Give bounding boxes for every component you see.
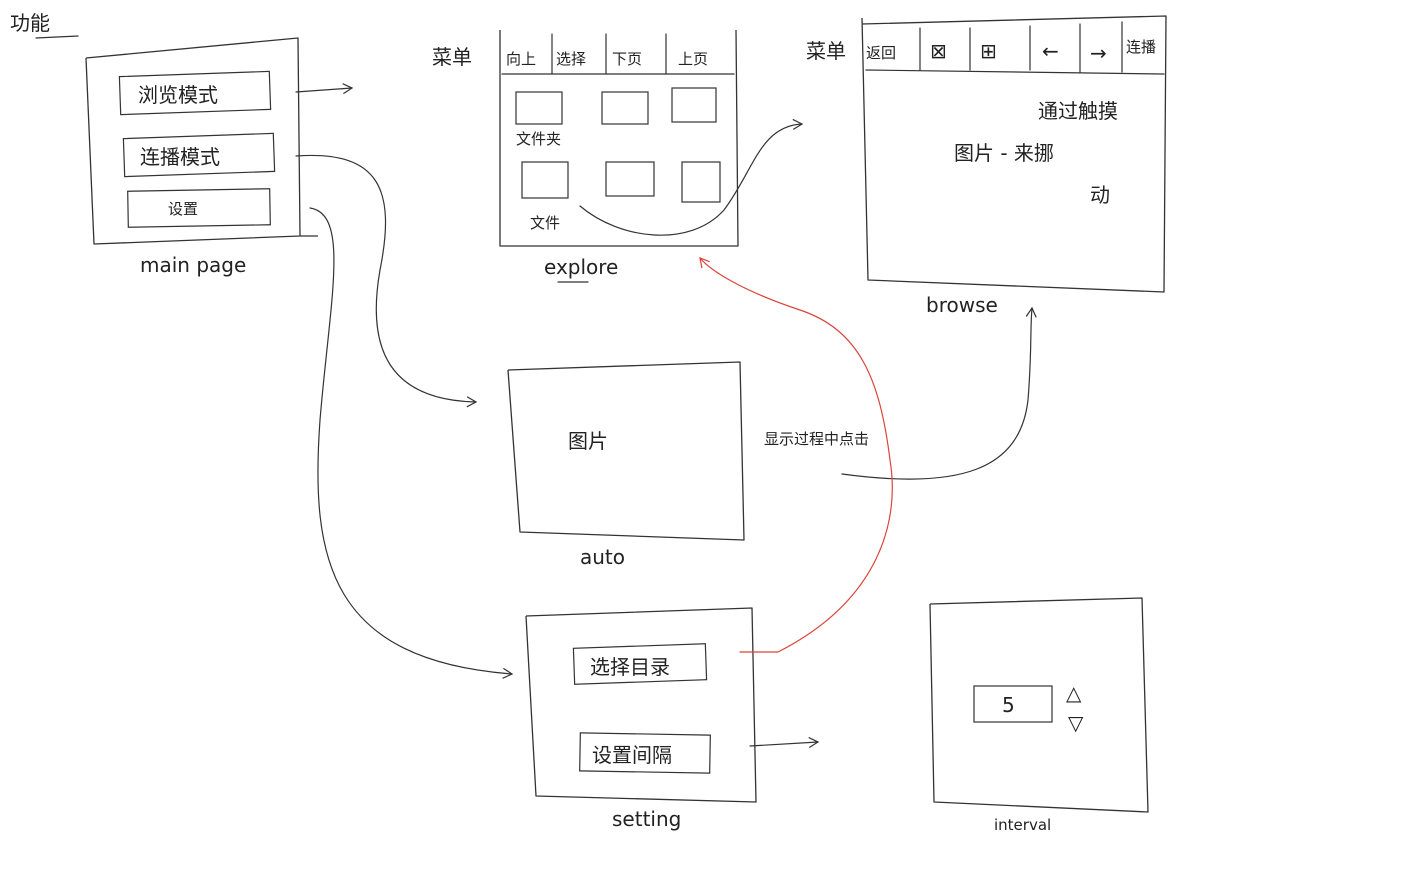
main-page-frame (85, 37, 318, 245)
auto-caption: auto (580, 545, 625, 569)
main-page-screen: 浏览模式 连播模式 设置 main page (85, 37, 318, 277)
arrow-setting-to-explore (699, 257, 893, 653)
explore-toolbar-prev-page[interactable]: 上页 (678, 50, 708, 68)
set-interval-button-label: 设置间隔 (592, 743, 672, 767)
arrow-main-to-explore (295, 83, 354, 95)
folder-icon[interactable] (515, 91, 563, 125)
browse-note-line3: 动 (1090, 183, 1110, 207)
arrow-main-to-setting (309, 207, 514, 679)
browse-note-line1: 通过触摸 (1038, 99, 1118, 123)
choose-directory-button[interactable]: 选择目录 (572, 643, 708, 685)
explore-toolbar-up[interactable]: 向上 (506, 50, 536, 68)
setting-frame (525, 607, 757, 803)
setting-caption: setting (612, 807, 681, 831)
browse-toolbar-slideshow[interactable]: 连播 (1126, 38, 1156, 56)
auto-frame (507, 361, 745, 541)
arrow-left-icon[interactable]: ← (1042, 39, 1059, 63)
diagram-title: 功能 (10, 11, 79, 39)
set-interval-button[interactable]: 设置间隔 (579, 732, 711, 774)
explore-menu-label: 菜单 (432, 45, 472, 69)
slideshow-mode-button-label: 连播模式 (140, 145, 220, 169)
auto-side-note: 显示过程中点击 (764, 430, 869, 448)
file-icon[interactable] (681, 161, 721, 203)
explore-screen: 菜单 向上 选择 下页 上页 文件夹 文件 explore (432, 29, 739, 283)
browse-note-line2: 图片 - 来挪 (954, 141, 1054, 165)
interval-value-field[interactable] (973, 685, 1053, 723)
choose-directory-button-label: 选择目录 (590, 655, 670, 679)
file-icon[interactable] (521, 161, 569, 199)
browse-menu-label: 菜单 (806, 39, 846, 63)
arrow-explore-to-browse (579, 118, 804, 236)
browse-mode-button[interactable]: 浏览模式 (118, 70, 272, 116)
title-text: 功能 (10, 11, 50, 35)
browse-screen: 菜单 返回 ⊠ ⊞ ← → 连播 通过触摸 图片 - 来挪 动 browse (806, 15, 1167, 317)
browse-caption: browse (926, 293, 998, 317)
slideshow-mode-button[interactable]: 连播模式 (122, 132, 276, 178)
explore-frame (499, 29, 739, 247)
zoom-out-icon[interactable]: ⊠ (930, 39, 947, 63)
arrow-auto-to-browse (841, 306, 1037, 480)
folder-label: 文件夹 (516, 130, 561, 148)
explore-toolbar-select[interactable]: 选择 (556, 50, 586, 68)
browse-mode-button-label: 浏览模式 (138, 83, 218, 107)
stepper-up-icon[interactable]: △ (1066, 681, 1082, 705)
zoom-in-icon[interactable]: ⊞ (980, 39, 997, 63)
auto-content: 图片 (568, 429, 608, 453)
interval-caption: interval (994, 816, 1051, 834)
settings-button[interactable]: 设置 (127, 188, 271, 228)
settings-button-label: 设置 (168, 200, 198, 218)
file-icon[interactable] (605, 161, 655, 197)
interval-screen: 5 △ ▽ interval (929, 597, 1149, 834)
browse-frame (861, 15, 1167, 293)
browse-toolbar-back[interactable]: 返回 (866, 44, 896, 62)
arrow-right-icon[interactable]: → (1090, 41, 1107, 65)
file-label: 文件 (530, 214, 560, 232)
main-page-caption: main page (140, 253, 246, 277)
setting-screen: 选择目录 设置间隔 setting (525, 607, 757, 831)
arrow-setting-to-interval (749, 736, 820, 749)
stepper-down-icon[interactable]: ▽ (1068, 711, 1084, 735)
explore-toolbar-next-page[interactable]: 下页 (612, 50, 642, 68)
folder-icon[interactable] (601, 91, 649, 125)
title-underline (35, 35, 79, 39)
auto-screen: 图片 auto 显示过程中点击 (507, 361, 869, 569)
arrow-main-to-auto (295, 154, 478, 408)
browse-toolbar-line (865, 69, 1165, 75)
folder-icon[interactable] (671, 87, 717, 123)
interval-frame (929, 597, 1149, 813)
interval-value: 5 (1002, 693, 1015, 717)
explore-caption: explore (544, 255, 618, 279)
